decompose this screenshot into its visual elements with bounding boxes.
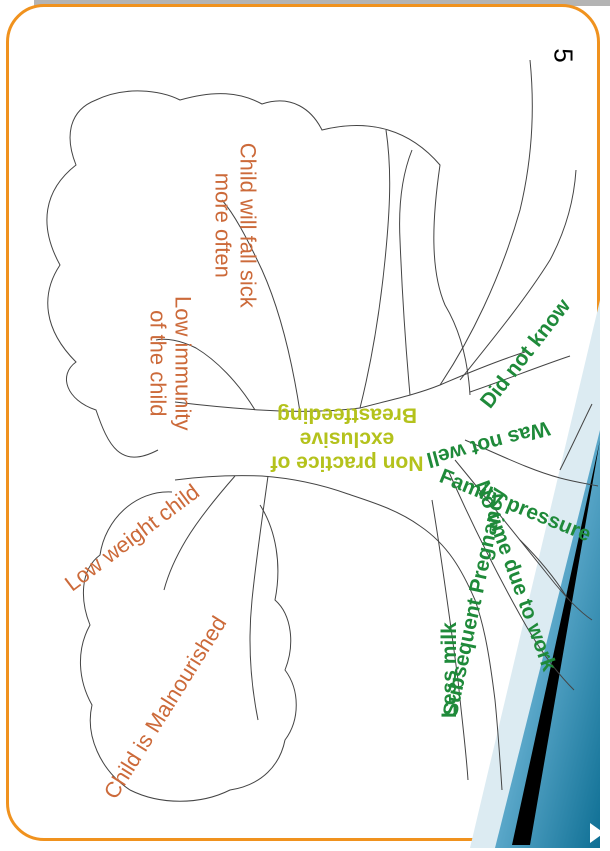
core-problem-line: Non practice of xyxy=(262,450,432,474)
effect-line: of the child xyxy=(145,283,170,443)
tree-root xyxy=(440,60,532,385)
core-problem-label: Non practice of exclusive Breastfeeding xyxy=(262,402,432,474)
core-problem-line: exclusive xyxy=(262,426,432,450)
tree-branch xyxy=(360,130,390,408)
page-number: 5 xyxy=(548,48,579,62)
effect-line: Low immunity xyxy=(170,283,195,443)
tree-branch xyxy=(250,476,268,720)
effect-low-immunity: Low immunity of the child xyxy=(145,283,196,443)
core-problem-line: Breastfeeding xyxy=(262,402,432,426)
tree-branch xyxy=(400,150,412,395)
effect-falls-sick: Child will fall sick more often xyxy=(210,110,261,340)
effect-line: more often xyxy=(210,110,235,340)
cause-less-milk: Less milk xyxy=(438,615,462,725)
effect-line: Child will fall sick xyxy=(235,110,260,340)
